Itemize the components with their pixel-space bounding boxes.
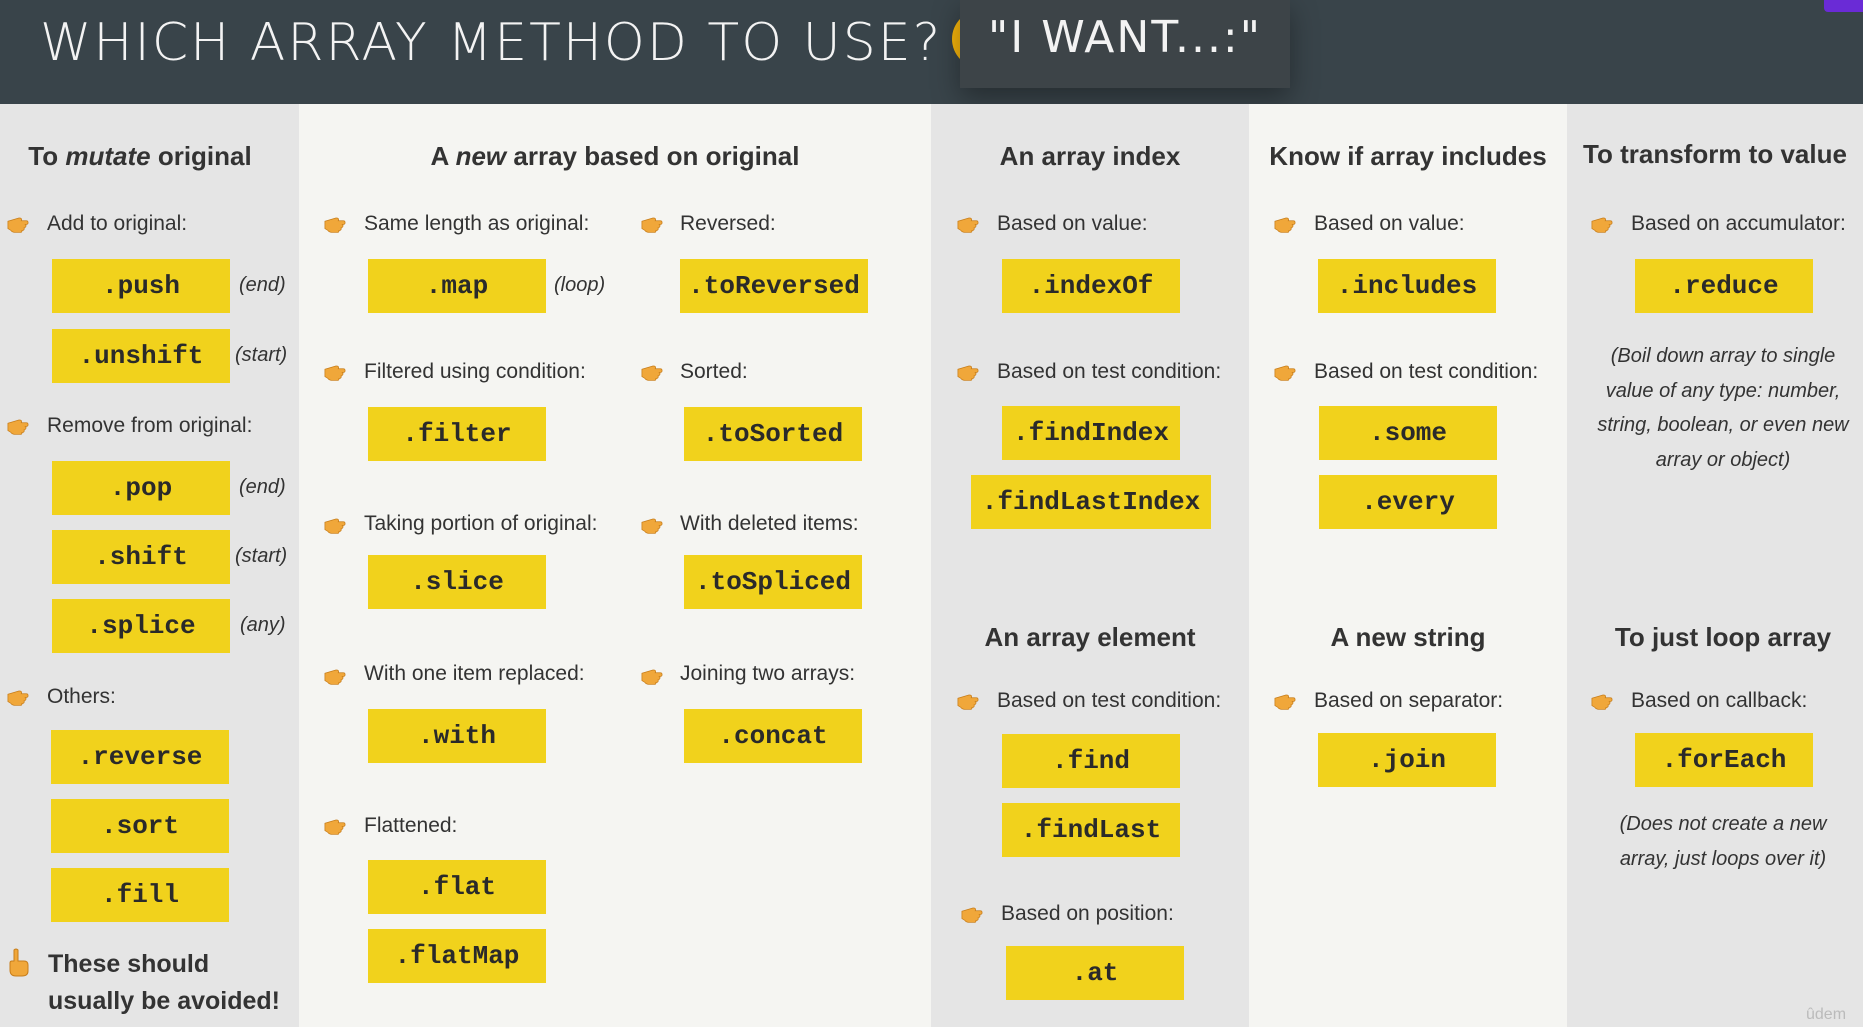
corner-badge — [1824, 0, 1863, 12]
heading-just-loop: To just loop array — [1614, 622, 1832, 652]
method-pop: .pop — [52, 461, 230, 515]
method-reduce: .reduce — [1635, 259, 1813, 313]
column-index — [931, 104, 1249, 1027]
method-fill: .fill — [51, 868, 229, 922]
pointing-hand-icon — [1274, 361, 1296, 383]
label-based-on-position: Based on position: — [1001, 902, 1174, 925]
pointing-hand-icon — [324, 514, 346, 536]
method-findlast: .findLast — [1002, 803, 1180, 857]
pointing-hand-icon — [7, 686, 29, 708]
heading-new-array: A new array based on original — [430, 141, 800, 171]
pointing-hand-icon — [641, 213, 663, 235]
i-want-panel: "I WANT...:" — [960, 0, 1290, 88]
pointing-hand-icon — [957, 690, 979, 712]
watermark: ûdem — [1806, 1006, 1847, 1023]
label-flattened: Flattened: — [364, 814, 458, 837]
heading-mutate: To mutate original — [28, 141, 252, 171]
note-splice-any: (any) — [240, 614, 286, 636]
label-deleted-items: With deleted items: — [680, 512, 859, 535]
method-reverse: .reverse — [51, 730, 229, 784]
index-pointing-up-icon — [9, 948, 29, 977]
label-taking-portion: Taking portion of original: — [364, 512, 598, 535]
pointing-hand-icon — [1274, 690, 1296, 712]
method-slice: .slice — [368, 555, 546, 609]
note-unshift-start: (start) — [235, 344, 288, 366]
pointing-hand-icon — [641, 665, 663, 687]
label-based-on-test: Based on test condition: — [997, 360, 1222, 383]
heading-new-string: A new string — [1330, 622, 1486, 652]
note-push-end: (end) — [239, 274, 286, 296]
label-based-on-value: Based on value: — [997, 212, 1148, 235]
header-bar: WHICH ARRAY METHOD TO USE? "I WANT...:" — [0, 0, 1863, 104]
label-sorted: Sorted: — [680, 360, 748, 383]
method-findindex: .findIndex — [1002, 406, 1180, 460]
label-based-on-accumulator: Based on accumulator: — [1631, 212, 1846, 235]
column-transform — [1567, 104, 1863, 1027]
note-pop-end: (end) — [239, 476, 286, 498]
method-toreversed: .toReversed — [680, 259, 868, 313]
heading-transform-to-value: To transform to value — [1583, 139, 1847, 169]
heading-array-element: An array element — [984, 622, 1196, 652]
pointing-hand-icon — [324, 361, 346, 383]
method-shift: .shift — [52, 530, 230, 584]
method-with: .with — [368, 709, 546, 763]
method-foreach: .forEach — [1635, 733, 1813, 787]
pointing-hand-icon — [1591, 690, 1613, 712]
method-tosorted: .toSorted — [684, 407, 862, 461]
method-unshift: .unshift — [52, 329, 230, 383]
note-map-loop: (loop) — [554, 274, 606, 296]
pointing-hand-icon — [324, 815, 346, 837]
method-concat: .concat — [684, 709, 862, 763]
method-find: .find — [1002, 734, 1180, 788]
method-filter: .filter — [368, 407, 546, 461]
label-filtered: Filtered using condition: — [364, 360, 586, 383]
method-map: .map — [368, 259, 546, 313]
pointing-hand-icon — [7, 415, 29, 437]
method-indexof: .indexOf — [1002, 259, 1180, 313]
method-tospliced: .toSpliced — [684, 555, 862, 609]
column-includes — [1249, 104, 1567, 1027]
method-join: .join — [1318, 733, 1496, 787]
method-flat: .flat — [368, 860, 546, 914]
pointing-hand-icon — [957, 213, 979, 235]
label-remove-from-original: Remove from original: — [47, 414, 253, 437]
label-includes-based-on-value: Based on value: — [1314, 212, 1465, 235]
note-shift-start: (start) — [235, 545, 288, 567]
method-push: .push — [52, 259, 230, 313]
label-based-on-callback: Based on callback: — [1631, 689, 1808, 712]
pointing-hand-icon — [641, 514, 663, 536]
page-title: WHICH ARRAY METHOD TO USE? — [40, 8, 1011, 78]
label-joining-arrays: Joining two arrays: — [680, 662, 856, 685]
label-others: Others: — [47, 685, 116, 708]
heading-know-includes: Know if array includes — [1269, 141, 1547, 171]
method-splice: .splice — [52, 599, 230, 653]
label-element-based-on-test: Based on test condition: — [997, 689, 1222, 712]
heading-array-index: An array index — [999, 141, 1181, 171]
method-flatmap: .flatMap — [368, 929, 546, 983]
pointing-hand-icon — [961, 903, 983, 925]
method-at: .at — [1006, 946, 1184, 1000]
pointing-hand-icon — [957, 361, 979, 383]
method-sort: .sort — [51, 799, 229, 853]
label-reversed: Reversed: — [680, 212, 776, 235]
pointing-hand-icon — [324, 665, 346, 687]
i-want-label: "I WANT...:" — [988, 12, 1262, 63]
method-every: .every — [1319, 475, 1497, 529]
label-one-item-replaced: With one item replaced: — [364, 662, 585, 685]
label-same-length: Same length as original: — [364, 212, 590, 235]
pointing-hand-icon — [641, 361, 663, 383]
pointing-hand-icon — [7, 213, 29, 235]
pointing-hand-icon — [1591, 213, 1613, 235]
method-findlastindex: .findLastIndex — [971, 475, 1211, 529]
pointing-hand-icon — [324, 213, 346, 235]
pointing-hand-icon — [1274, 213, 1296, 235]
method-some: .some — [1319, 406, 1497, 460]
label-includes-based-on-test: Based on test condition: — [1314, 360, 1539, 383]
label-based-on-separator: Based on separator: — [1314, 689, 1504, 712]
label-add-to-original: Add to original: — [47, 212, 188, 235]
method-includes: .includes — [1318, 259, 1496, 313]
